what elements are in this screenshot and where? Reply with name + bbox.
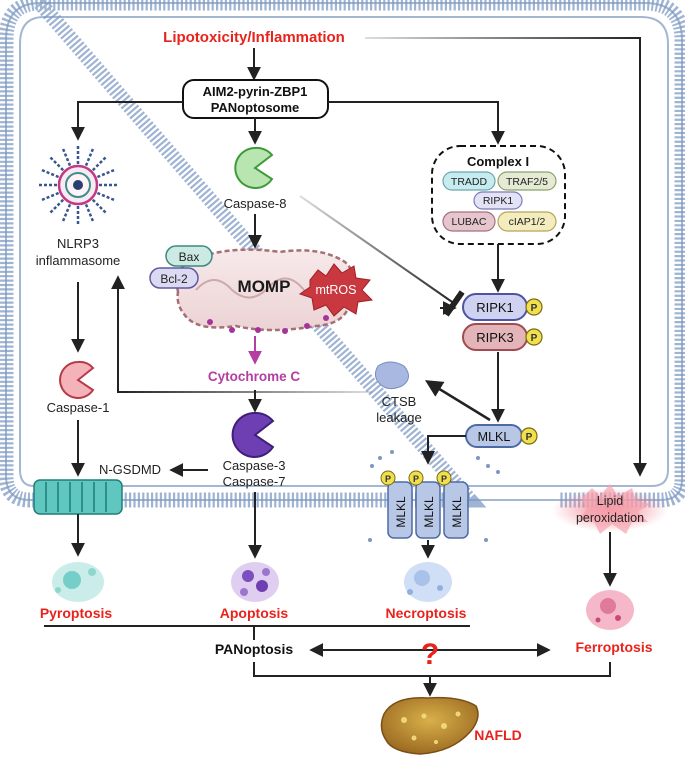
nlrp3-inflammasome-icon	[38, 145, 118, 225]
inhibit-caspase8-to-ripk1	[299, 195, 465, 317]
cytochrome-label: Cytochrome C	[208, 369, 301, 384]
complex1-ripk1-label: RIPK1	[483, 195, 514, 207]
mitochondrion	[175, 248, 357, 332]
nlrp3-spoke	[84, 203, 95, 223]
leakage-dots	[368, 450, 500, 542]
arrow-to-complex1	[328, 101, 505, 145]
necroptosis-cell-icon	[404, 562, 452, 602]
nlrp3-spoke	[48, 155, 65, 172]
mlkl-node: MLKL P	[465, 424, 538, 448]
panoptosome-line2: PANoptosome	[211, 100, 300, 115]
necroptosis-label: Necroptosis	[386, 605, 467, 621]
ripk3-phospho: P	[531, 333, 538, 344]
caspase37-icon	[231, 411, 275, 458]
lipid-line2: peroxidation	[576, 511, 644, 525]
mlkl-pore: MLKL MLKL MLKL P P P	[380, 470, 469, 539]
complex1-box: Complex I TRADD TRAF2/5 RIPK1 LUBAC cIAP…	[431, 145, 566, 245]
pyroptosis-cell-icon	[52, 562, 104, 602]
mlkl-label: MLKL	[478, 430, 511, 444]
nlrp3-line1: NLRP3	[57, 236, 99, 251]
panoptosome-box: AIM2-pyrin-ZBP1 PANoptosome	[182, 79, 329, 119]
arrow-ctsb-to-nlrp3	[117, 278, 372, 393]
mlkl-pore-phospho-2: P	[413, 474, 419, 484]
bax-label: Bax	[179, 250, 200, 264]
pyroptosis-label: Pyroptosis	[40, 605, 113, 621]
bcl2-pill	[149, 267, 199, 289]
ctsb-line1: CTSB	[382, 394, 417, 409]
nlrp3-spoke	[40, 191, 60, 202]
ripk1-label: RIPK1	[476, 300, 514, 315]
caspase1-label: Caspase-1	[47, 400, 110, 415]
nlrp3-spoke	[96, 168, 116, 179]
caspase7-label: Caspase-7	[223, 474, 286, 489]
arrow-mlkl-to-ctsb	[425, 380, 491, 422]
apoptosis-cell-icon	[231, 562, 279, 602]
mlkl-phospho: P	[526, 432, 533, 443]
ripk3-label: RIPK3	[476, 330, 514, 345]
mtros-burst: mtROS	[298, 263, 374, 317]
ctsb-line2: leakage	[376, 410, 422, 425]
complex1-title: Complex I	[467, 154, 529, 169]
caspase3-label: Caspase-3	[223, 458, 286, 473]
mlkl-pore-1: MLKL	[394, 496, 408, 528]
arrow-to-nlrp3	[71, 101, 183, 141]
nlrp3-spoke	[61, 203, 72, 223]
nlrp3-spoke	[40, 168, 60, 179]
arrow-mlkl-to-pore	[421, 435, 466, 465]
bcl2-label: Bcl-2	[160, 272, 188, 286]
momp-label: MOMP	[238, 277, 291, 296]
arrow-top-to-lipid	[365, 37, 641, 474]
cytochrome-dots	[207, 315, 329, 334]
nafld-label: NAFLD	[474, 727, 521, 743]
ripk3-node: RIPK3 P	[462, 323, 543, 351]
traf-label: TRAF2/5	[506, 176, 548, 188]
mlkl-pore-3: MLKL	[450, 496, 464, 528]
mtros-label: mtROS	[316, 283, 357, 297]
nlrp3-spoke	[91, 155, 108, 172]
lipid-line1: Lipid	[597, 494, 623, 508]
lubac-label: LUBAC	[451, 216, 486, 228]
cell-membrane	[0, 0, 685, 508]
caspase8-icon	[234, 146, 274, 189]
ctsb-lysosome-icon	[374, 361, 409, 390]
nafld-bracket	[253, 662, 611, 677]
ripk1-node: RIPK1 P	[462, 293, 543, 321]
caspase8-label: Caspase-8	[224, 196, 287, 211]
caspase1-icon	[59, 360, 95, 399]
nlrp3-spoke	[61, 147, 72, 167]
mlkl-pore-phospho-3: P	[441, 474, 447, 484]
bax-pill	[165, 245, 213, 267]
panoptosis-label: PANoptosis	[215, 641, 294, 657]
nlrp3-line2: inflammasome	[36, 253, 121, 268]
gsdmd-pore	[33, 479, 123, 515]
nlrp3-spoke	[84, 147, 95, 167]
ciap-label: cIAP1/2	[509, 216, 546, 228]
tradd-label: TRADD	[451, 176, 488, 188]
ripk1-phospho: P	[531, 303, 538, 314]
mlkl-pore-phospho-1: P	[385, 474, 391, 484]
ferroptosis-label: Ferroptosis	[575, 639, 652, 655]
nlrp3-spoke	[91, 198, 108, 215]
lipotoxicity-label: Lipotoxicity/Inflammation	[163, 29, 345, 46]
nlrp3-spoke	[96, 191, 116, 202]
liver-icon	[380, 696, 479, 755]
nlrp3-spoke	[48, 198, 65, 215]
lipid-peroxidation: Lipid peroxidation	[552, 484, 668, 534]
mlkl-pore-2: MLKL	[422, 496, 436, 528]
question-mark: ?	[421, 638, 439, 671]
ferroptosis-cell-icon	[586, 590, 634, 630]
panoptosome-line1: AIM2-pyrin-ZBP1	[203, 84, 308, 99]
ngsdmd-label: N-GSDMD	[99, 462, 161, 477]
apoptosis-label: Apoptosis	[220, 605, 289, 621]
